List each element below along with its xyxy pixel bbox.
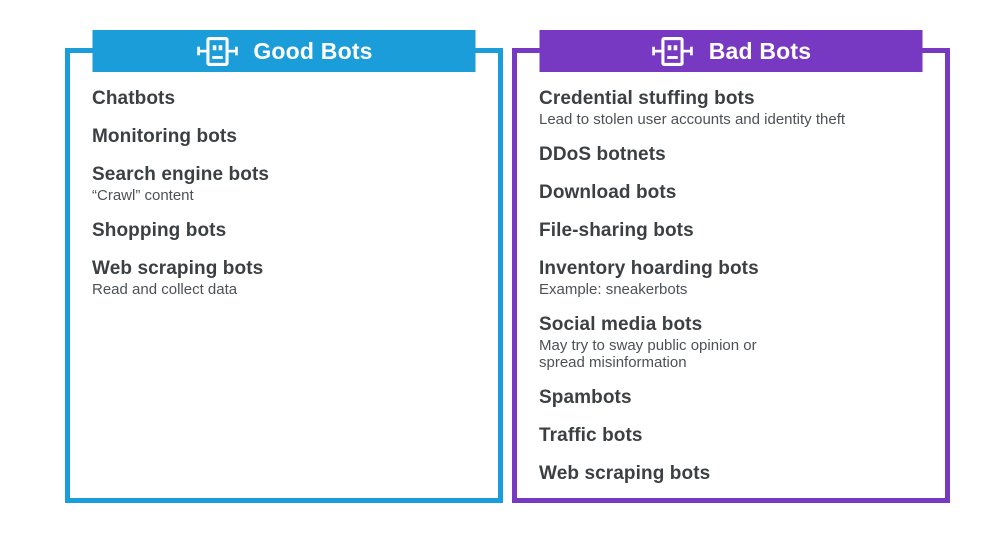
bot-type-label: Inventory hoarding bots (539, 258, 759, 279)
bad-bots-panel: Bad Bots Credential stuffing bots Lead t… (512, 30, 950, 503)
bot-type-description: “Crawl” content (92, 187, 194, 204)
bot-type-description: Read and collect data (92, 281, 238, 298)
list-item: Credential stuffing bots Lead to stolen … (539, 88, 935, 128)
robot-icon (197, 36, 238, 66)
bot-type-label: Download bots (539, 182, 677, 203)
good-bots-list: Chatbots Monitoring bots Search engine b… (92, 88, 488, 298)
list-item: Spambots (539, 387, 935, 409)
bot-type-label: Chatbots (92, 88, 176, 109)
good-bots-panel: Good Bots Chatbots Monitoring bots Searc… (65, 30, 503, 503)
bot-type-label: Search engine bots (92, 164, 270, 185)
bad-bots-header: Bad Bots (539, 30, 923, 72)
list-item: Web scraping bots Read and collect data (92, 258, 488, 298)
list-item: Web scraping bots (539, 463, 935, 485)
good-bots-title: Good Bots (253, 37, 373, 64)
bot-type-label: Web scraping bots (92, 258, 264, 279)
list-item: File-sharing bots (539, 220, 935, 242)
list-item: Chatbots (92, 88, 488, 110)
robot-icon (652, 36, 693, 66)
bot-type-label: Web scraping bots (539, 463, 711, 484)
bot-type-description: May try to sway public opinion or spread… (539, 337, 757, 371)
bad-bots-list: Credential stuffing bots Lead to stolen … (539, 88, 935, 485)
list-item: Monitoring bots (92, 126, 488, 148)
bot-type-description: Lead to stolen user accounts and identit… (539, 111, 846, 128)
bad-bots-title: Bad Bots (708, 37, 812, 64)
bot-type-label: Credential stuffing bots (539, 88, 755, 109)
list-item: Search engine bots “Crawl” content (92, 164, 488, 204)
list-item: Social media bots May try to sway public… (539, 314, 935, 371)
bot-type-label: Social media bots (539, 314, 703, 335)
bot-type-label: DDoS botnets (539, 144, 666, 165)
good-bots-header: Good Bots (92, 30, 476, 72)
bot-type-description: Example: sneakerbots (539, 281, 688, 298)
list-item: Download bots (539, 182, 935, 204)
list-item: Shopping bots (92, 220, 488, 242)
list-item: Inventory hoarding bots Example: sneaker… (539, 258, 935, 298)
bot-type-label: Monitoring bots (92, 126, 238, 147)
bot-type-label: Traffic bots (539, 425, 643, 446)
bot-type-label: Spambots (539, 387, 632, 408)
list-item: Traffic bots (539, 425, 935, 447)
bot-type-label: Shopping bots (92, 220, 227, 241)
bot-type-label: File-sharing bots (539, 220, 694, 241)
list-item: DDoS botnets (539, 144, 935, 166)
